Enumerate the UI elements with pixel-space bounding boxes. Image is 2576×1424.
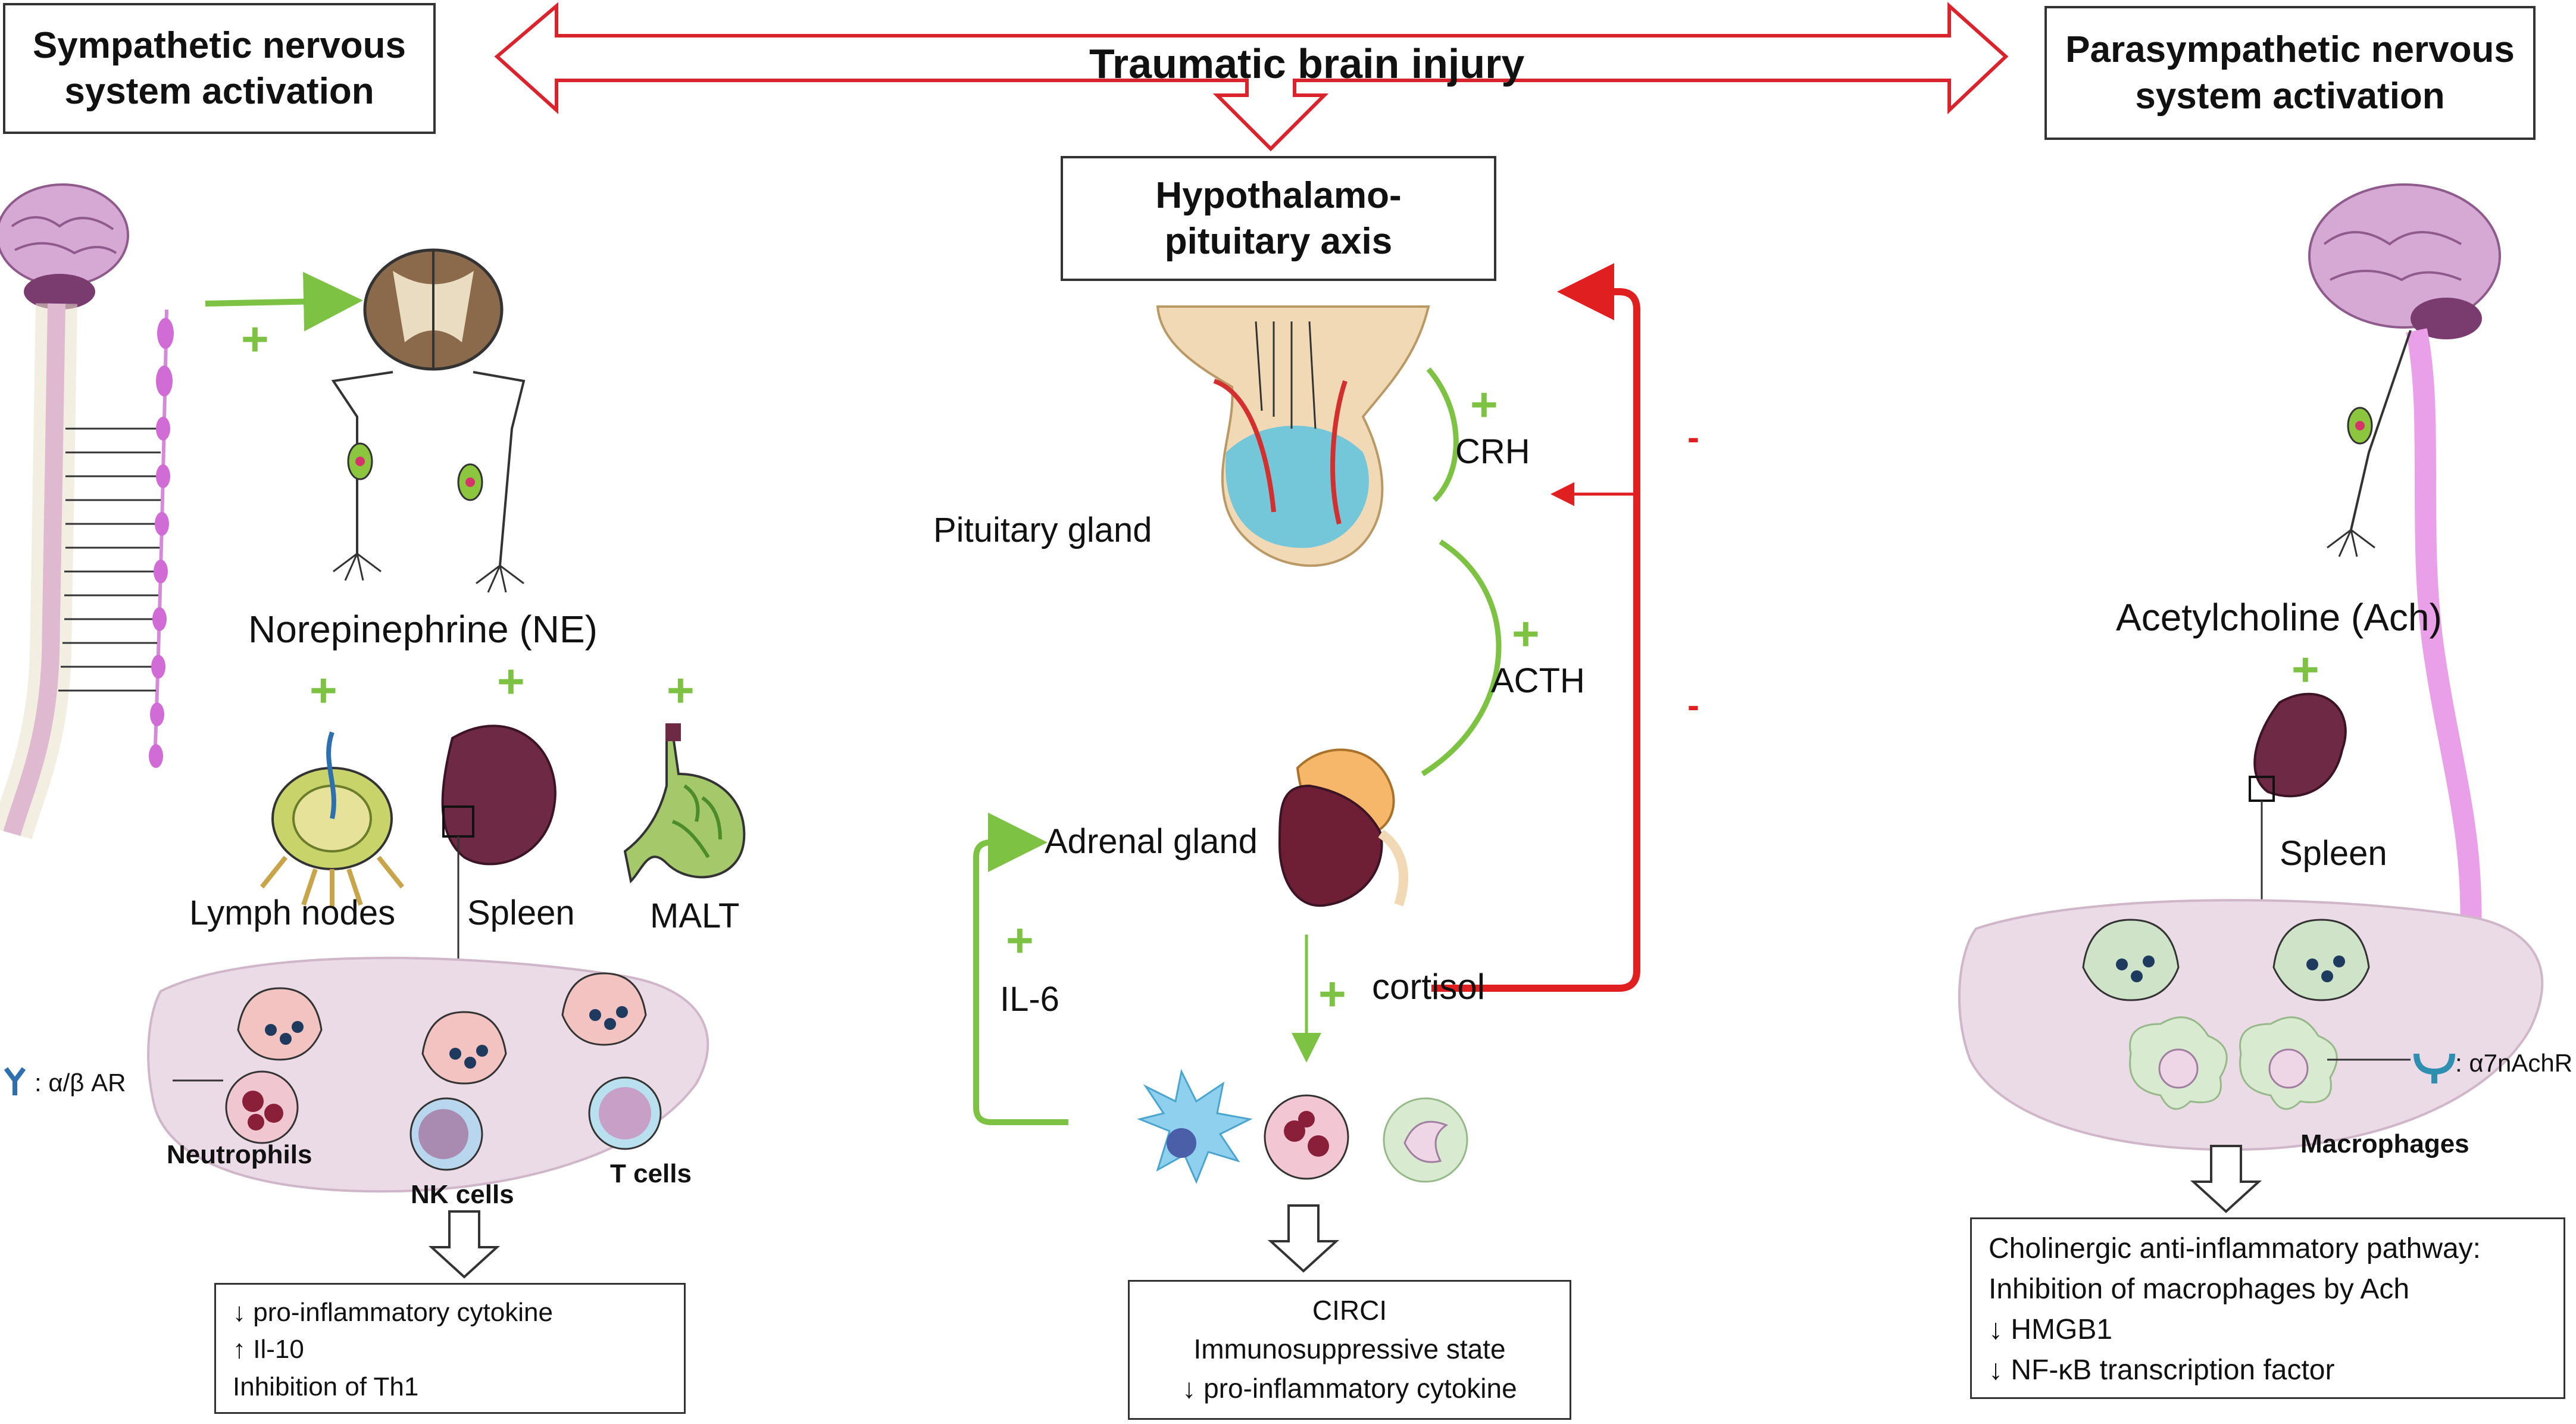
plus-sign-ach: + xyxy=(2291,643,2319,696)
parasympathetic-effect-2: Inhibition of macrophages by Ach xyxy=(1989,1273,2410,1306)
hpa-title-line1: Hypothalamo- xyxy=(1155,174,1402,216)
spleen-label-left: Spleen xyxy=(467,894,575,932)
acth-label: ACTH xyxy=(1491,661,1585,700)
parasympathetic-title-line2: system activation xyxy=(2135,75,2445,117)
hpa-effects-box: CIRCI Immunosuppressive state ↓ pro-infl… xyxy=(1128,1280,1571,1420)
immune-cells-left xyxy=(173,1070,662,1171)
hpa-title-line2: pituitary axis xyxy=(1164,221,1393,262)
acetylcholine-label: Acetylcholine (Ach) xyxy=(2116,596,2442,639)
il6-label: IL-6 xyxy=(1000,980,1059,1019)
ganglia-chain xyxy=(149,318,174,768)
cortisol-feedback-path xyxy=(1431,263,1640,992)
macrophages-label: Macrophages xyxy=(2300,1129,2469,1158)
sympathetic-spine-illustration xyxy=(0,183,168,839)
receptor-icon-left xyxy=(4,1067,26,1095)
hpa-effect-1: CIRCI xyxy=(1312,1295,1387,1326)
sympathetic-effect-3: Inhibition of Th1 xyxy=(233,1372,419,1401)
sympathetic-effect-1: ↓ pro-inflammatory cytokine xyxy=(233,1298,553,1327)
vesicles-right xyxy=(2116,955,2345,982)
hpa-effect-2: Immunosuppressive state xyxy=(1193,1334,1506,1365)
tbi-double-arrow xyxy=(494,2,2009,152)
center-outline-down-arrow xyxy=(1267,1204,1340,1273)
feedback-minus-1: - xyxy=(1687,417,1699,457)
lymph-node-icon xyxy=(260,731,405,908)
right-outline-down-arrow xyxy=(2190,1145,2262,1213)
macrophage-cells xyxy=(2129,1016,2411,1110)
acth-bracket xyxy=(1421,539,1502,776)
sympathetic-effects-box: ↓ pro-inflammatory cytokine ↑ Il-10 Inhi… xyxy=(214,1283,686,1414)
hpa-effect-3: ↓ pro-inflammatory cytokine xyxy=(1182,1372,1517,1404)
nk-cells-label: NK cells xyxy=(411,1180,514,1209)
plus-sign-acth: + xyxy=(1512,607,1540,660)
parasympathetic-title-box: Parasympathetic nervous system activatio… xyxy=(2044,6,2536,140)
pituitary-gland-label: Pituitary gland xyxy=(933,511,1152,549)
t-cells-label: T cells xyxy=(610,1159,692,1188)
spleen-tissue-right xyxy=(1958,899,2544,1151)
parasympathetic-effect-1: Cholinergic anti-inflammatory pathway: xyxy=(1989,1233,2481,1264)
crh-bracket xyxy=(1426,367,1459,502)
spleen-icon-left xyxy=(441,725,557,1012)
norepinephrine-label: Norepinephrine (NE) xyxy=(248,608,598,651)
plus-sign-crh: + xyxy=(1470,378,1498,431)
sympathetic-title-line2: system activation xyxy=(64,71,374,112)
parasympathetic-effect-4: ↓ NF-κB transcription factor xyxy=(1989,1354,2335,1386)
immune-cells-center xyxy=(1137,1069,1468,1184)
crh-label: CRH xyxy=(1455,432,1530,471)
receptor-icon-right xyxy=(2414,1053,2455,1083)
brain-vagus-illustration xyxy=(2308,183,2501,953)
sympathetic-title-box: Sympathetic nervous system activation xyxy=(3,3,436,134)
plus-sign-spleen: + xyxy=(497,655,525,708)
synapse-terminals-right xyxy=(2082,919,2370,1001)
pituitary-gland-icon xyxy=(1156,305,1430,567)
left-outline-down-arrow xyxy=(428,1210,501,1279)
vesicles-left xyxy=(265,1006,628,1069)
adrenal-gland-icon xyxy=(1278,748,1408,907)
lymph-nodes-label: Lymph nodes xyxy=(189,894,396,932)
feedback-minus-2: - xyxy=(1687,685,1699,725)
plus-sign-lymph: + xyxy=(310,664,337,717)
parasympathetic-effects-box: Cholinergic anti-inflammatory pathway: I… xyxy=(1970,1217,2565,1399)
plus-sign-spine: + xyxy=(241,313,269,366)
alpha-beta-ar-legend: : α/β AR xyxy=(35,1069,126,1097)
sympathetic-effect-2: ↑ Il-10 xyxy=(233,1335,304,1364)
spleen-icon-right xyxy=(2249,692,2347,929)
traumatic-brain-injury-title: Traumatic brain injury xyxy=(1089,40,1525,87)
spinal-cord-cross-section-icon xyxy=(331,248,526,593)
malt-label: MALT xyxy=(650,897,740,935)
il6-loop-path xyxy=(973,813,1068,1125)
plus-sign-cortisol: + xyxy=(1318,967,1346,1020)
alpha7-nachr-legend: : α7nAchR xyxy=(2455,1049,2573,1077)
spine-nerve-lines xyxy=(58,427,161,692)
parasympathetic-effect-3: ↓ HMGB1 xyxy=(1989,1314,2113,1346)
parasympathetic-title-line1: Parasympathetic nervous xyxy=(2065,29,2515,70)
malt-stomach-icon xyxy=(623,723,746,884)
neutrophils-label: Neutrophils xyxy=(167,1140,312,1169)
hpa-title-box: Hypothalamo- pituitary axis xyxy=(1061,156,1496,281)
synapse-terminals-left xyxy=(237,972,647,1085)
cortisol-label: cortisol xyxy=(1372,967,1486,1007)
sympathetic-title-line1: Sympathetic nervous xyxy=(32,24,407,66)
adrenal-gland-label: Adrenal gland xyxy=(1045,822,1258,861)
spleen-label-right: Spleen xyxy=(2280,834,2387,873)
plus-sign-malt: + xyxy=(667,664,695,717)
sympathetic-green-arrow xyxy=(205,271,363,332)
plus-sign-il6: + xyxy=(1006,914,1034,967)
